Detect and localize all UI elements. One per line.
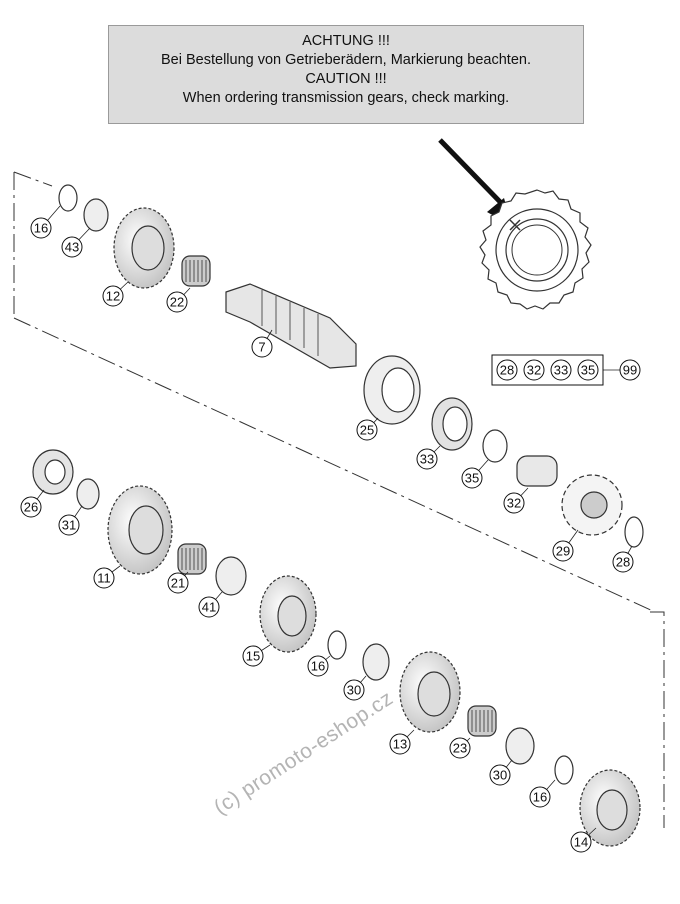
svg-text:13: 13 (393, 737, 407, 752)
detail-gear-marking (479, 189, 592, 310)
kit-item-33: 33 (550, 359, 572, 381)
callout-16-lower: 16 (529, 786, 551, 808)
washer-30-upper (362, 643, 390, 681)
svg-text:7: 7 (258, 340, 265, 355)
frame-line-right (650, 611, 665, 828)
notice-line-german-heading: ACHTUNG !!! (302, 33, 390, 49)
callout-21: 21 (167, 572, 189, 594)
o-ring-35 (482, 429, 508, 463)
kit-group: 28 32 33 35 99 (491, 354, 641, 386)
frame-line-diagonal (13, 317, 656, 613)
svg-text:31: 31 (62, 518, 76, 533)
washer-43 (83, 198, 109, 232)
svg-text:16: 16 (533, 790, 547, 805)
callout-16-upper: 16 (30, 217, 52, 239)
callout-33-upper: 33 (416, 448, 438, 470)
notice-line-english-heading: CAUTION !!! (305, 71, 387, 87)
callout-13: 13 (389, 733, 411, 755)
svg-text:29: 29 (556, 544, 570, 559)
svg-text:28: 28 (500, 363, 514, 378)
svg-text:23: 23 (453, 741, 467, 756)
circlip-28 (624, 516, 644, 548)
svg-text:26: 26 (24, 500, 38, 515)
lower-shaft-parts (32, 449, 641, 847)
circlip-16-middle (327, 630, 347, 660)
svg-text:35: 35 (581, 363, 595, 378)
callout-16-middle: 16 (307, 655, 329, 677)
svg-text:43: 43 (65, 240, 79, 255)
callout-28-upper: 28 (612, 551, 634, 573)
kit-item-35: 35 (577, 359, 599, 381)
svg-text:33: 33 (554, 363, 568, 378)
main-shaft-7 (225, 283, 357, 369)
svg-text:30: 30 (493, 768, 507, 783)
sprocket-29-hub (580, 491, 608, 519)
callout-23: 23 (449, 737, 471, 759)
needle-bearing-22 (181, 255, 211, 287)
notice-line-english-text: When ordering transmission gears, check … (182, 90, 510, 106)
washer-41 (215, 556, 247, 596)
circlip-16-upper (58, 184, 78, 212)
callout-30-lower: 30 (489, 764, 511, 786)
svg-text:16: 16 (311, 659, 325, 674)
callout-43: 43 (61, 236, 83, 258)
callout-32-upper: 32 (503, 492, 525, 514)
svg-text:30: 30 (347, 683, 361, 698)
svg-text:12: 12 (106, 289, 120, 304)
detail-gear-bore (511, 224, 563, 276)
callout-29: 29 (552, 540, 574, 562)
callout-35-upper: 35 (461, 467, 483, 489)
notice-line-german-text: Bei Bestellung von Getrieberädern, Marki… (161, 52, 531, 68)
detail-gear-bore-ring (505, 218, 569, 282)
detail-gear-pitch-ring (495, 208, 579, 292)
svg-text:11: 11 (97, 571, 111, 586)
gear-12-hub (131, 225, 165, 271)
washer-30-lower (505, 727, 535, 765)
callout-7: 7 (251, 336, 273, 358)
callout-30-upper: 30 (343, 679, 365, 701)
callout-11: 11 (93, 567, 115, 589)
kit-result-99: 99 (619, 359, 641, 381)
kit-item-28: 28 (496, 359, 518, 381)
svg-text:33: 33 (420, 452, 434, 467)
callout-labels: 16 43 12 22 7 25 33 35 32 29 28 26 31 11… (20, 217, 634, 853)
circlip-16-lower (554, 755, 574, 785)
caution-notice-box: ACHTUNG !!! Bei Bestellung von Getrieber… (108, 25, 584, 124)
svg-text:15: 15 (246, 649, 260, 664)
callout-12: 12 (102, 285, 124, 307)
svg-text:32: 32 (527, 363, 541, 378)
svg-text:14: 14 (574, 835, 588, 850)
svg-text:25: 25 (360, 423, 374, 438)
svg-text:21: 21 (171, 576, 185, 591)
callout-22: 22 (166, 291, 188, 313)
callout-15: 15 (242, 645, 264, 667)
callout-31: 31 (58, 514, 80, 536)
upper-shaft-parts (58, 184, 644, 548)
svg-text:28: 28 (616, 555, 630, 570)
callout-41: 41 (198, 596, 220, 618)
svg-text:41: 41 (202, 600, 216, 615)
kit-item-32: 32 (523, 359, 545, 381)
callout-14: 14 (570, 831, 592, 853)
svg-text:22: 22 (170, 295, 184, 310)
svg-text:35: 35 (465, 471, 479, 486)
ball-bearing-25-inner (381, 367, 415, 413)
detail-gear-x-mark (509, 219, 521, 231)
svg-text:99: 99 (623, 363, 637, 378)
frame-lines (13, 171, 665, 828)
gear-11-hub (128, 505, 164, 555)
needle-bearing-23 (467, 705, 497, 737)
frame-line-top-stub (13, 171, 53, 187)
callout-26: 26 (20, 496, 42, 518)
svg-text:32: 32 (507, 496, 521, 511)
callout-25: 25 (356, 419, 378, 441)
washer-31 (76, 478, 100, 510)
needle-bearing-21 (177, 543, 207, 575)
svg-text:16: 16 (34, 221, 48, 236)
spacer-32 (516, 455, 558, 487)
